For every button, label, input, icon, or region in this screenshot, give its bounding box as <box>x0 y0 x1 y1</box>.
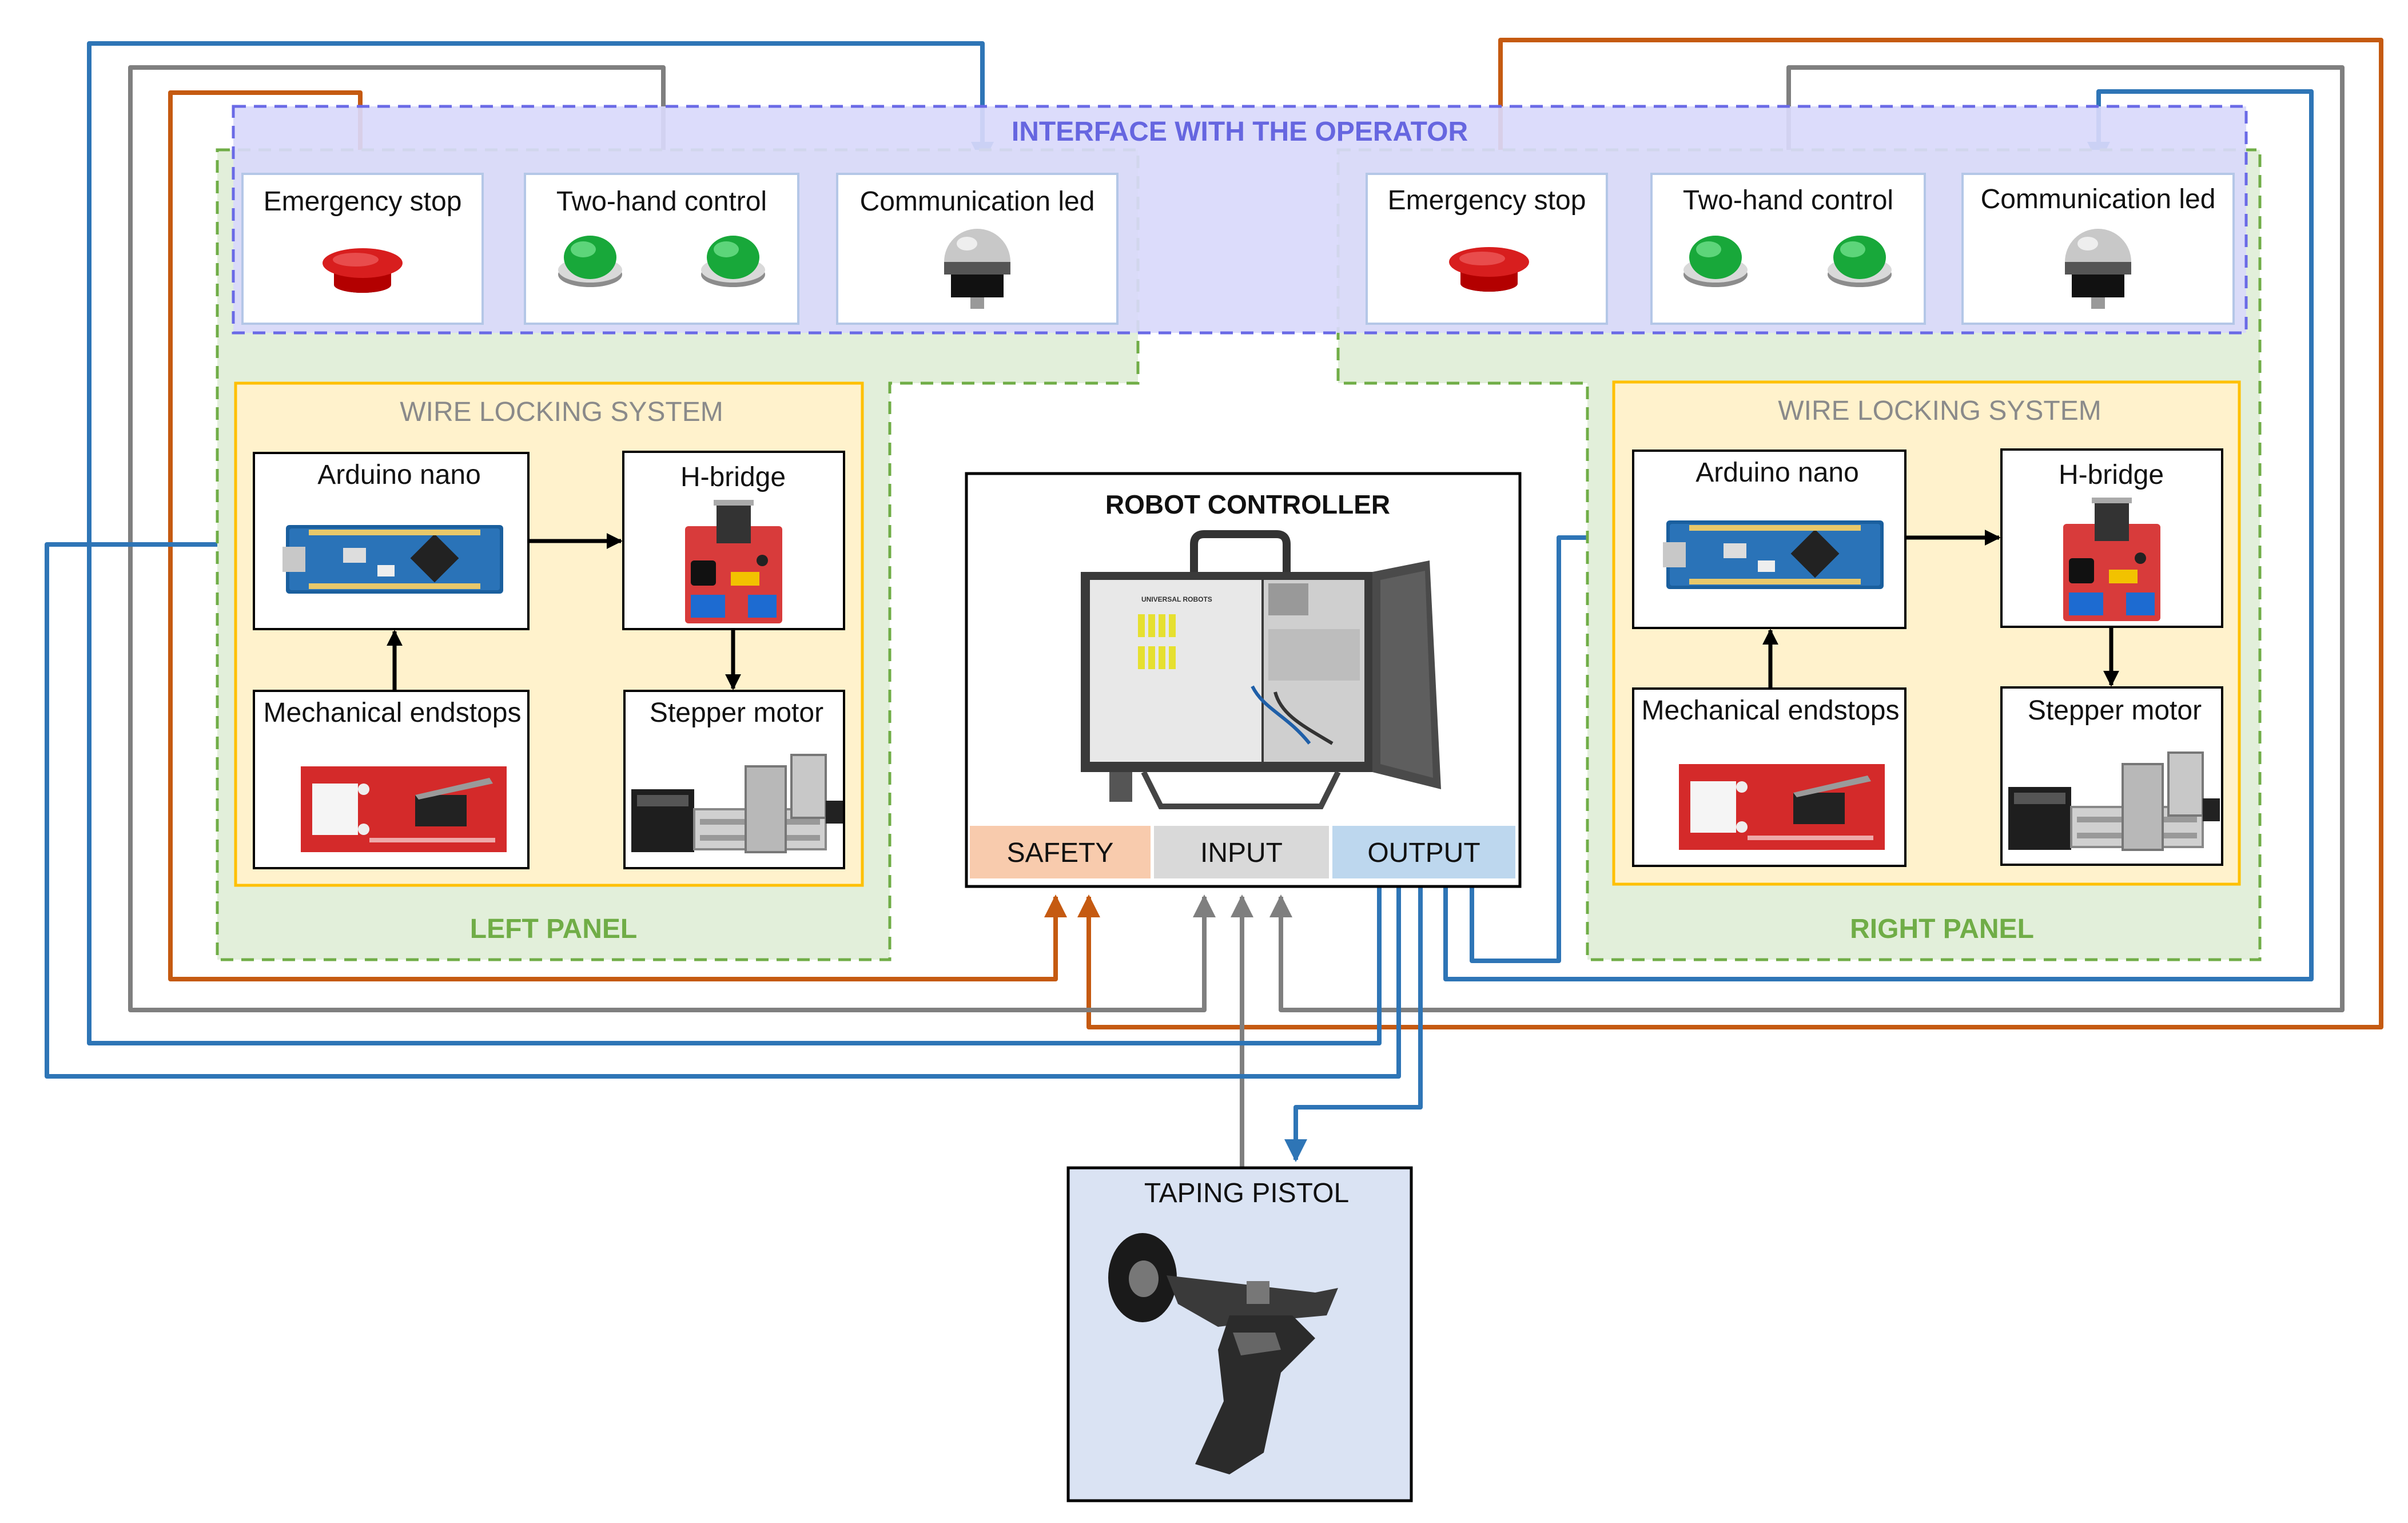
control-cabinet-icon: UNIVERSAL ROBOTS <box>1081 530 1441 809</box>
right-mechanical-endstops[interactable]: Mechanical endstops <box>1632 687 1907 867</box>
wires <box>45 38 2383 1168</box>
left-arduino-nano-label: Arduino nano <box>317 460 481 490</box>
wire-blue-output-to-pistol <box>1284 885 1423 1162</box>
right-two-hand-control-label: Two-hand control <box>1683 185 1893 216</box>
left-mechanical-endstops-label: Mechanical endstops <box>264 698 522 728</box>
emergency-stop-icon <box>323 248 403 293</box>
right-two-hand-control[interactable]: Two-hand control <box>1650 173 1926 325</box>
left-communication-led[interactable]: Communication led <box>836 173 1119 325</box>
left-communication-led-label: Communication led <box>860 186 1095 217</box>
output-port[interactable]: OUTPUT <box>1332 826 1515 878</box>
wire-blue-output-to-left-arduino <box>45 533 1401 1079</box>
taping-pistol[interactable]: TAPING PISTOL <box>1066 1166 1413 1502</box>
endstop-switch-icon <box>1679 764 1885 850</box>
right-communication-led-label: Communication led <box>1981 184 2216 214</box>
right-emergency-stop[interactable]: Emergency stop <box>1366 173 1608 325</box>
right-h-bridge[interactable]: H-bridge <box>2000 448 2223 628</box>
robot-controller-title: ROBOT CONTROLLER <box>1105 490 1390 519</box>
right-communication-led[interactable]: Communication led <box>1961 173 2235 325</box>
right-emergency-stop-label: Emergency stop <box>1388 185 1586 216</box>
taping-pistol-icon <box>1108 1233 1338 1474</box>
signal-led-icon <box>2065 229 2131 309</box>
safety-port[interactable]: SAFETY <box>970 826 1151 878</box>
wire-gray-left-twohand-to-input <box>128 65 1216 1012</box>
input-port-label: INPUT <box>1200 838 1283 868</box>
arduino-board-icon <box>282 525 503 594</box>
left-emergency-stop-label: Emergency stop <box>264 186 462 217</box>
left-wls-arrows <box>387 533 741 691</box>
right-wire-locking-system: WIRE LOCKING SYSTEM Arduino nano H-bridg… <box>1612 380 2241 886</box>
arduino-board-icon <box>1663 520 1884 589</box>
right-stepper-motor-label: Stepper motor <box>2028 695 2202 726</box>
cabinet-brand-label: UNIVERSAL ROBOTS <box>1141 595 1212 603</box>
input-port[interactable]: INPUT <box>1154 826 1329 878</box>
right-h-bridge-label: H-bridge <box>2059 460 2164 490</box>
left-wire-locking-system: WIRE LOCKING SYSTEM Arduino nano H-bridg… <box>234 381 864 887</box>
wire-orange-right-estop-to-safety <box>1077 38 2383 1029</box>
wire-gray-right-twohand-to-input <box>1269 65 2345 1012</box>
taping-pistol-title: TAPING PISTOL <box>1144 1178 1349 1208</box>
right-arduino-nano[interactable]: Arduino nano <box>1632 450 1907 629</box>
left-stepper-motor-label: Stepper motor <box>650 698 823 728</box>
right-stepper-motor[interactable]: Stepper motor <box>2000 686 2223 866</box>
left-mechanical-endstops[interactable]: Mechanical endstops <box>253 690 530 869</box>
wire-blue-output-to-right-arduino <box>1470 526 1633 963</box>
left-two-hand-control[interactable]: Two-hand control <box>524 173 799 325</box>
wire-blue-output-to-right-led <box>1443 89 2314 981</box>
left-two-hand-control-label: Two-hand control <box>556 186 767 217</box>
left-panel-label: LEFT PANEL <box>470 914 637 944</box>
right-mechanical-endstops-label: Mechanical endstops <box>1642 695 1900 726</box>
left-wls-title: WIRE LOCKING SYSTEM <box>400 397 723 427</box>
left-arduino-nano[interactable]: Arduino nano <box>253 452 530 630</box>
operator-interface-title: INTERFACE WITH THE OPERATOR <box>1012 117 1468 147</box>
left-stepper-motor[interactable]: Stepper motor <box>623 690 845 869</box>
output-port-label: OUTPUT <box>1367 838 1480 868</box>
left-emergency-stop[interactable]: Emergency stop <box>241 173 484 325</box>
left-h-bridge[interactable]: H-bridge <box>622 451 845 630</box>
endstop-switch-icon <box>301 766 507 852</box>
safety-port-label: SAFETY <box>1007 838 1114 868</box>
right-wls-title: WIRE LOCKING SYSTEM <box>1778 396 2101 426</box>
signal-led-icon <box>944 229 1010 309</box>
right-panel-label: RIGHT PANEL <box>1850 914 2034 944</box>
robot-controller[interactable]: ROBOT CONTROLLER UNIVERSAL ROBOTS <box>965 472 1522 888</box>
left-h-bridge-label: H-bridge <box>680 462 786 492</box>
emergency-stop-icon <box>1449 247 1529 292</box>
right-arduino-nano-label: Arduino nano <box>1695 458 1859 488</box>
right-wls-arrows <box>1762 530 2119 689</box>
